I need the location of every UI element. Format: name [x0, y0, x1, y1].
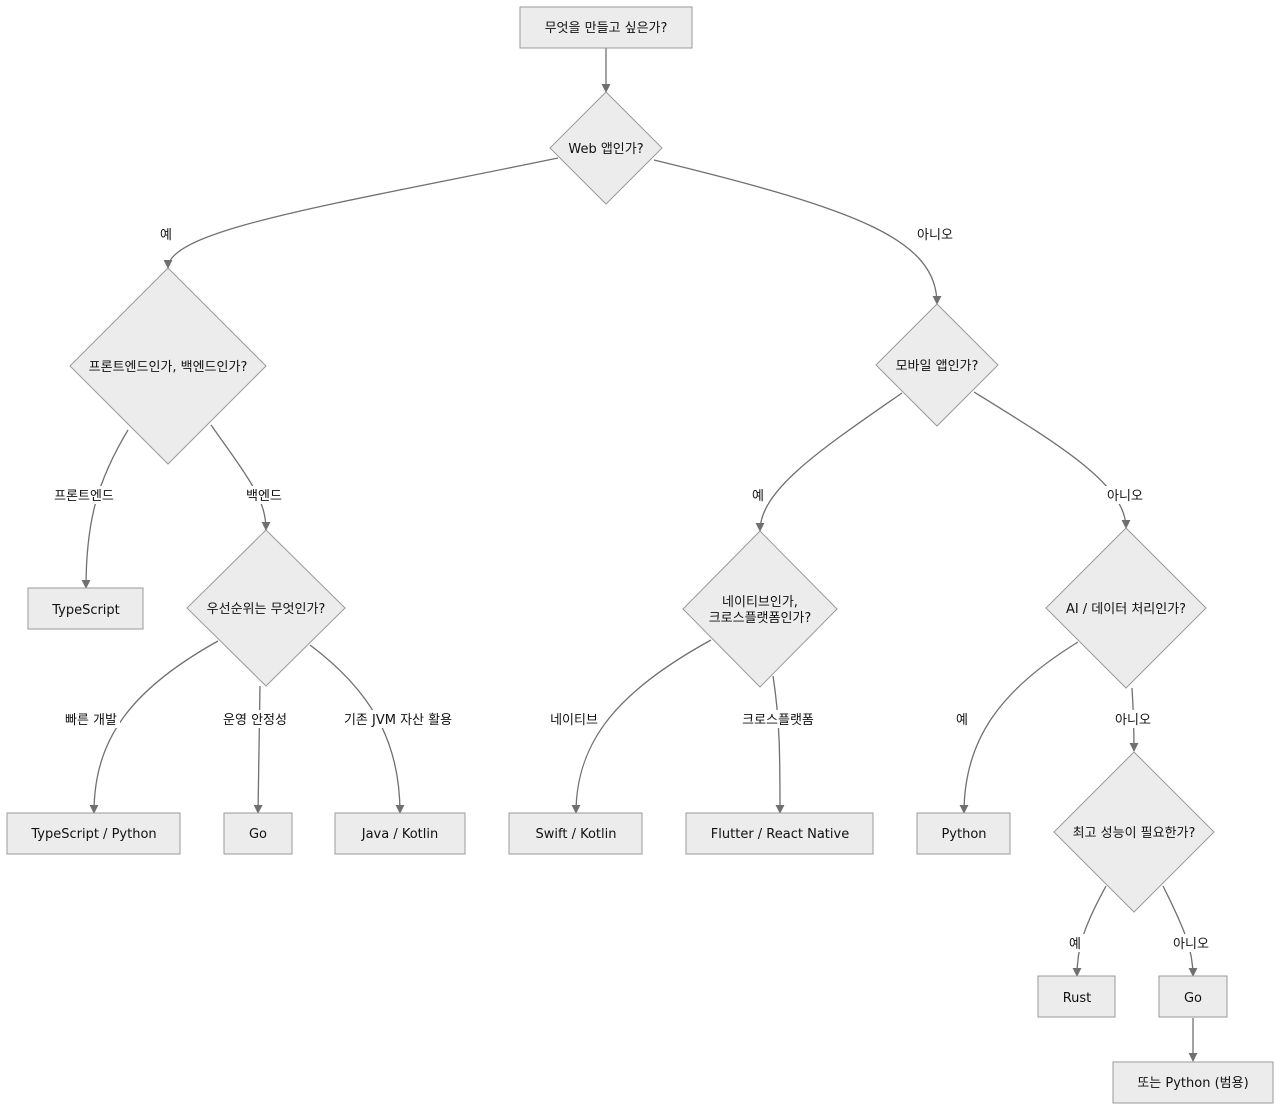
- typescript-result-label: TypeScript: [51, 603, 120, 618]
- start-node: 무엇을 만들고 싶은가?: [519, 6, 693, 49]
- edge-label-mobile-no: 아니오: [1107, 489, 1143, 504]
- typescript-result: TypeScript: [27, 587, 144, 630]
- edge-backend: [210, 424, 271, 531]
- rust-result-label: Rust: [1063, 991, 1092, 1006]
- go-result-perf-label: Go: [1184, 991, 1202, 1006]
- performance-decision-label: 최고 성능이 필요한가?: [1073, 826, 1196, 841]
- priority-decision: 우선순위는 무엇인가?: [186, 529, 346, 687]
- native-cross-decision: 네이티브인가, 크로스플랫폼인가?: [682, 530, 838, 688]
- frontend-backend-decision-label: 프론트엔드인가, 백엔드인가?: [89, 360, 248, 375]
- mobile-app-decision-label: 모바일 앱인가?: [896, 359, 979, 374]
- edge-cross: [772, 675, 785, 814]
- python-general-result: 또는 Python (범용): [1112, 1061, 1274, 1104]
- frontend-backend-decision: 프론트엔드인가, 백엔드인가?: [69, 267, 267, 465]
- edge-label-jvm: 기존 JVM 자산 활용: [344, 713, 452, 728]
- edge-label-ai-yes: 예: [956, 713, 968, 728]
- priority-decision-label: 우선순위는 무엇인가?: [207, 602, 326, 617]
- ai-data-decision: AI / 데이터 처리인가?: [1045, 527, 1207, 689]
- edge-label-web-no: 아니오: [917, 228, 953, 243]
- performance-decision: 최고 성능이 필요한가?: [1053, 751, 1215, 913]
- edge-label-backend: 백엔드: [246, 489, 282, 504]
- edge-label-perf-yes: 예: [1069, 937, 1081, 952]
- rust-result: Rust: [1037, 975, 1116, 1018]
- go-result-backend: Go: [223, 812, 293, 855]
- edge-label-ai-no: 아니오: [1115, 713, 1151, 728]
- python-result-label: Python: [941, 827, 986, 842]
- edge-web-no: [653, 159, 942, 305]
- edge-label-frontend: 프론트엔드: [54, 489, 114, 504]
- go-result-backend-label: Go: [249, 827, 267, 842]
- swift-kotlin-result: Swift / Kotlin: [508, 812, 643, 855]
- edge-mobile-no: [973, 391, 1131, 529]
- edge-labels: 예 아니오 프론트엔드 백엔드 예 아니오 빠른 개발 운영 안정성 기존 JV…: [52, 225, 1212, 952]
- ts-python-result: TypeScript / Python: [6, 812, 181, 855]
- edge-label-fast-dev: 빠른 개발: [65, 713, 117, 728]
- edge-fast-dev: [89, 640, 219, 814]
- swift-kotlin-result-label: Swift / Kotlin: [536, 827, 617, 842]
- edge-label-perf-no: 아니오: [1173, 937, 1209, 952]
- edge-ai-yes: [959, 641, 1079, 814]
- flutter-rn-result: Flutter / React Native: [685, 812, 874, 855]
- ai-data-decision-label: AI / 데이터 처리인가?: [1066, 602, 1186, 617]
- native-cross-decision-label-line2: 크로스플랫폼인가?: [709, 611, 812, 626]
- edge-jvm: [309, 644, 405, 814]
- java-kotlin-result: Java / Kotlin: [334, 812, 466, 855]
- python-result: Python: [916, 812, 1011, 855]
- edge-perf-yes: [1072, 885, 1107, 977]
- edge-stability: [253, 685, 263, 814]
- go-result-perf: Go: [1158, 975, 1228, 1018]
- edge-label-native: 네이티브: [550, 713, 598, 728]
- edge-frontend: [81, 429, 129, 589]
- native-cross-decision-label-line1: 네이티브인가,: [722, 595, 798, 610]
- web-app-decision-label: Web 앱인가?: [568, 142, 643, 157]
- edge-label-mobile-yes: 예: [752, 489, 764, 504]
- edge-native: [571, 639, 712, 814]
- edge-label-cross: 크로스플랫폼: [742, 713, 814, 728]
- python-general-result-label: 또는 Python (범용): [1137, 1076, 1248, 1091]
- nodes: 무엇을 만들고 싶은가? Web 앱인가? 프론트엔드인가, 백엔드인가? 모바…: [6, 6, 1274, 1104]
- edge-mobile-yes: [755, 392, 903, 532]
- mobile-app-decision: 모바일 앱인가?: [875, 303, 999, 427]
- java-kotlin-result-label: Java / Kotlin: [361, 827, 439, 842]
- flutter-rn-result-label: Flutter / React Native: [711, 827, 849, 842]
- edge-perf-no: [1162, 885, 1198, 977]
- edge-web-yes: [163, 157, 559, 269]
- edge-label-web-yes: 예: [160, 228, 172, 243]
- ts-python-result-label: TypeScript / Python: [30, 827, 156, 842]
- edge-label-stability: 운영 안정성: [223, 713, 287, 728]
- start-node-label: 무엇을 만들고 싶은가?: [545, 21, 668, 36]
- web-app-decision: Web 앱인가?: [549, 91, 663, 205]
